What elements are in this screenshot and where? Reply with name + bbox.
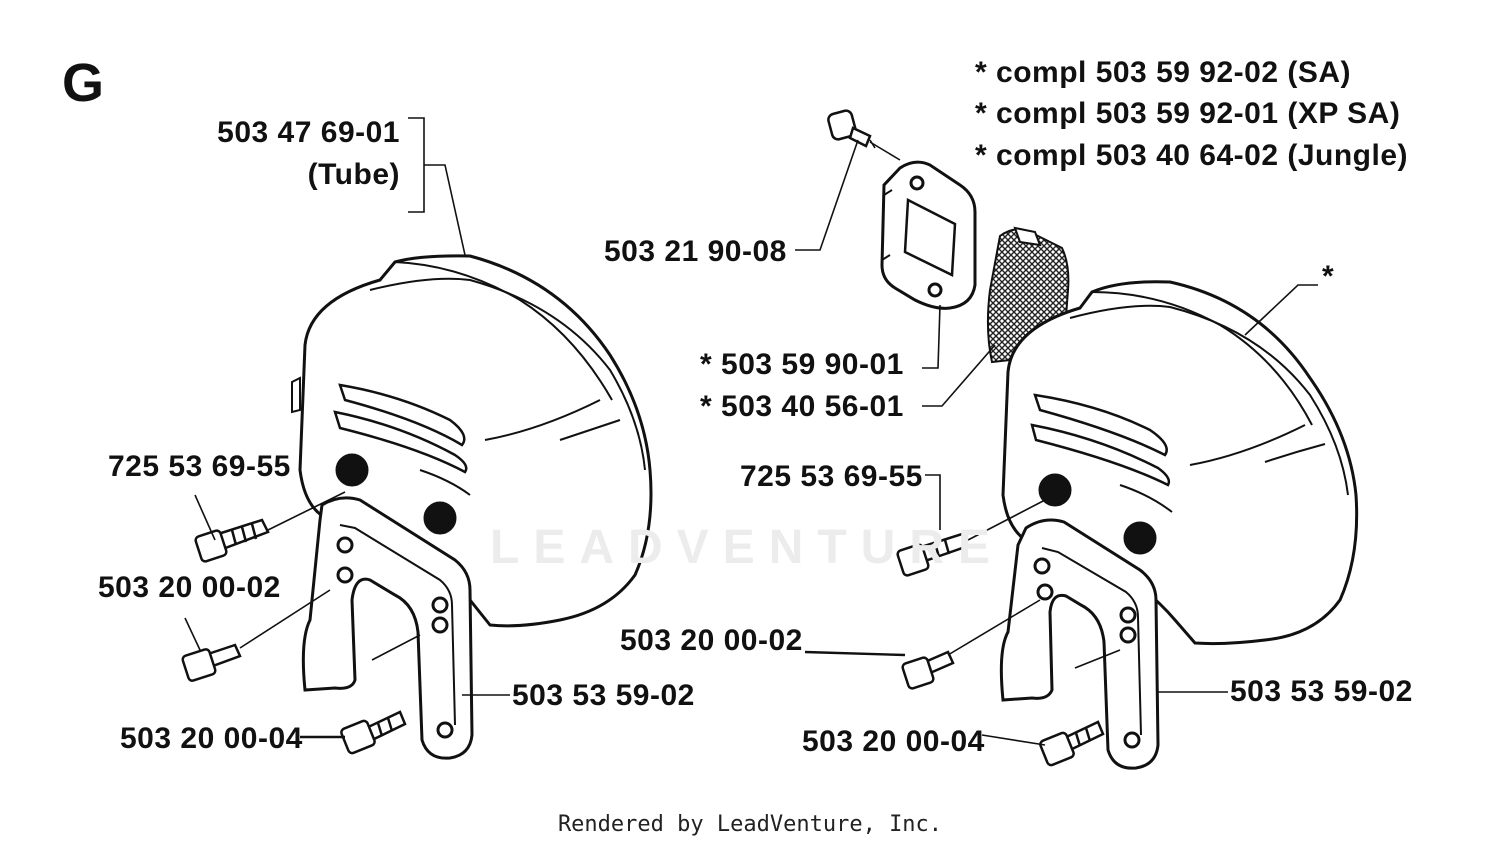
right-screw-top <box>897 534 968 576</box>
label-right-bolt: 503 21 90-08 <box>604 235 787 268</box>
label-right-screw-bottom: 503 20 00-04 <box>802 725 985 758</box>
label-left-screw-mid: 503 20 00-02 <box>98 571 281 604</box>
watermark: LEADVENTURE <box>490 521 1005 574</box>
left-screw-top <box>195 520 268 562</box>
label-left-tube: 503 47 69-01 <box>217 116 400 149</box>
label-right-screw-top: 725 53 69-55 <box>740 460 923 493</box>
left-screw-mid <box>182 645 240 682</box>
left-leader-lines <box>185 118 510 737</box>
label-left-screw-top: 725 53 69-55 <box>108 450 291 483</box>
label-left-tube-note: (Tube) <box>307 158 400 191</box>
right-leader-lines <box>795 140 1318 745</box>
right-bolt <box>827 109 870 146</box>
label-right-screw-mid: 503 20 00-02 <box>620 624 803 657</box>
right-bracket <box>1001 520 1158 768</box>
label-right-screen: * 503 40 56-01 <box>700 390 904 423</box>
footer-credit: Rendered by LeadVenture, Inc. <box>557 812 943 837</box>
left-bracket <box>303 498 472 758</box>
label-right-muffler: * <box>1322 260 1335 293</box>
section-letter: G <box>62 53 105 113</box>
label-right-bracket: 503 53 59-02 <box>1230 675 1413 708</box>
right-gasket <box>882 162 975 308</box>
label-compl-jungle: * compl 503 40 64-02 (Jungle) <box>975 139 1409 172</box>
label-left-bracket: 503 53 59-02 <box>512 679 695 712</box>
right-screw-bottom <box>1039 722 1103 766</box>
label-compl-sa: * compl 503 59 92-02 (SA) <box>975 56 1352 89</box>
label-right-gasket: * 503 59 90-01 <box>700 348 904 381</box>
label-left-screw-bottom: 503 20 00-04 <box>120 722 303 755</box>
label-compl-xp-sa: * compl 503 59 92-01 (XP SA) <box>975 97 1401 130</box>
right-screw-mid <box>902 652 953 689</box>
left-screw-bottom <box>340 712 405 754</box>
